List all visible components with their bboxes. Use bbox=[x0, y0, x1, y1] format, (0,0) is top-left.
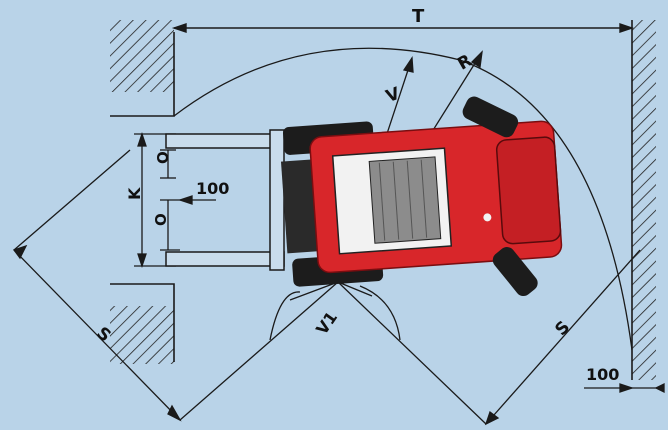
fork-upper bbox=[165, 133, 285, 149]
counterweight bbox=[495, 136, 562, 245]
outer-turning-arc bbox=[173, 47, 633, 351]
wall-right bbox=[632, 20, 656, 380]
label-s-right: S bbox=[551, 317, 574, 340]
diagonal-lines bbox=[12, 149, 641, 426]
label-100-fork: 100 bbox=[196, 179, 229, 198]
forks bbox=[165, 129, 285, 271]
rear-wheel-bottom bbox=[492, 247, 538, 297]
label-v: V bbox=[383, 83, 403, 107]
label-r: R bbox=[454, 51, 475, 75]
corner-dimension bbox=[584, 382, 665, 394]
mast bbox=[280, 159, 322, 254]
fork-carriage bbox=[269, 129, 285, 271]
fork-dimensions bbox=[134, 131, 216, 269]
swing-arcs bbox=[173, 47, 633, 351]
label-k: K bbox=[125, 187, 144, 200]
rear-wheel-top bbox=[462, 96, 519, 138]
walls bbox=[110, 20, 656, 380]
label-100-corner: 100 bbox=[586, 365, 619, 384]
label-o-bottom: O bbox=[152, 213, 170, 226]
fuel-cap bbox=[483, 213, 492, 222]
fork-lower bbox=[165, 251, 285, 267]
label-o-top: O bbox=[154, 151, 172, 164]
forklift bbox=[280, 96, 563, 297]
inner-pivot-arc bbox=[269, 285, 401, 341]
label-t: T bbox=[412, 6, 425, 27]
label-v1: V1 bbox=[312, 308, 341, 338]
dimension-t bbox=[171, 23, 635, 33]
